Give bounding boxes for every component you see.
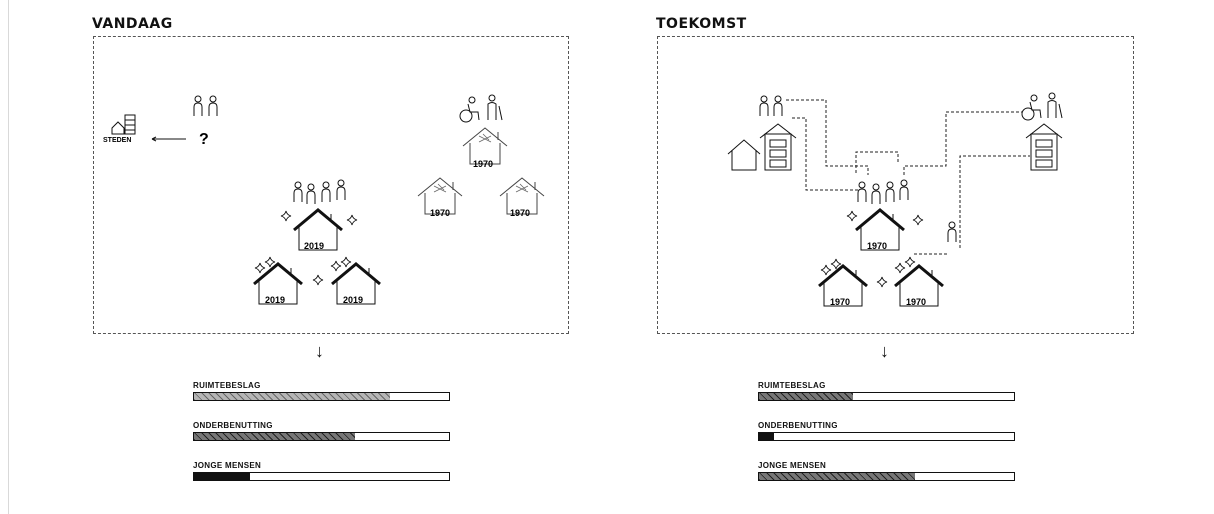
city-icon	[111, 114, 136, 135]
future-house-bottom-right: 1970	[893, 264, 945, 308]
toekomst-bar-ruimtebeslag	[758, 392, 1015, 401]
new-house-bottom-left: 2019	[252, 262, 304, 306]
small-house-icon	[727, 139, 761, 171]
panel-title-vandaag: VANDAAG	[92, 16, 173, 32]
vandaag-bar-label-onderbenutting: ONDERBENUTTING	[193, 421, 273, 430]
toekomst-bar-label-ruimtebeslag: RUIMTEBESLAG	[758, 381, 826, 390]
svg-text:1970: 1970	[830, 297, 850, 307]
vandaag-down-arrow: ↓	[315, 341, 324, 361]
toekomst-bar-fill-ruimtebeslag	[759, 393, 854, 400]
elderly-wheelchair-icon	[459, 94, 503, 123]
apartment-house-left-icon	[759, 123, 797, 171]
question-mark: ?	[199, 131, 209, 148]
toekomst-bar-label-onderbenutting: ONDERBENUTTING	[758, 421, 838, 430]
vandaag-bar-label-ruimtebeslag: RUIMTEBESLAG	[193, 381, 261, 390]
vandaag-bar-fill-onderbenutting	[194, 433, 355, 440]
vandaag-bar-jonge-mensen	[193, 472, 450, 481]
vandaag-frame	[93, 36, 569, 334]
vandaag-bar-label-jonge-mensen: JONGE MENSEN	[193, 461, 262, 470]
panel-title-toekomst: TOEKOMST	[656, 16, 747, 32]
vandaag-bar-fill-ruimtebeslag	[194, 393, 391, 400]
toekomst-bar-onderbenutting	[758, 432, 1015, 441]
page-left-rule	[8, 0, 9, 514]
svg-text:2019: 2019	[265, 295, 285, 305]
future-house-bottom-left: 1970	[817, 264, 869, 308]
toekomst-bar-fill-onderbenutting	[759, 433, 775, 440]
new-house-bottom-right: 2019	[330, 262, 382, 306]
svg-text:2019: 2019	[343, 295, 363, 305]
svg-text:2019: 2019	[304, 241, 324, 251]
apartment-house-right-icon	[1025, 123, 1063, 171]
svg-text:1970: 1970	[430, 208, 450, 218]
elderly-wheelchair-icon-right	[1021, 92, 1063, 121]
svg-text:1970: 1970	[867, 241, 887, 251]
toekomst-bar-jonge-mensen	[758, 472, 1015, 481]
leaving-couple-icon	[193, 95, 218, 117]
city-label: STEDEN	[103, 137, 131, 144]
toekomst-bar-fill-jonge-mensen	[759, 473, 915, 480]
future-house-top: 1970	[854, 208, 906, 252]
svg-text:1970: 1970	[473, 159, 493, 169]
old-house-right: 1970	[499, 177, 545, 218]
new-house-top: 2019	[292, 208, 344, 252]
svg-text:1970: 1970	[510, 208, 530, 218]
toekomst-bar-label-jonge-mensen: JONGE MENSEN	[758, 461, 827, 470]
vandaag-bar-ruimtebeslag	[193, 392, 450, 401]
vandaag-bar-onderbenutting	[193, 432, 450, 441]
toekomst-down-arrow: ↓	[880, 341, 889, 361]
vandaag-bar-fill-jonge-mensen	[194, 473, 251, 480]
svg-text:1970: 1970	[906, 297, 926, 307]
movement-paths	[786, 99, 1030, 255]
toekomst-frame	[657, 36, 1134, 334]
young-family-icon	[293, 179, 346, 205]
old-house-left: 1970	[417, 177, 463, 218]
old-house-top: 1970	[462, 127, 508, 169]
